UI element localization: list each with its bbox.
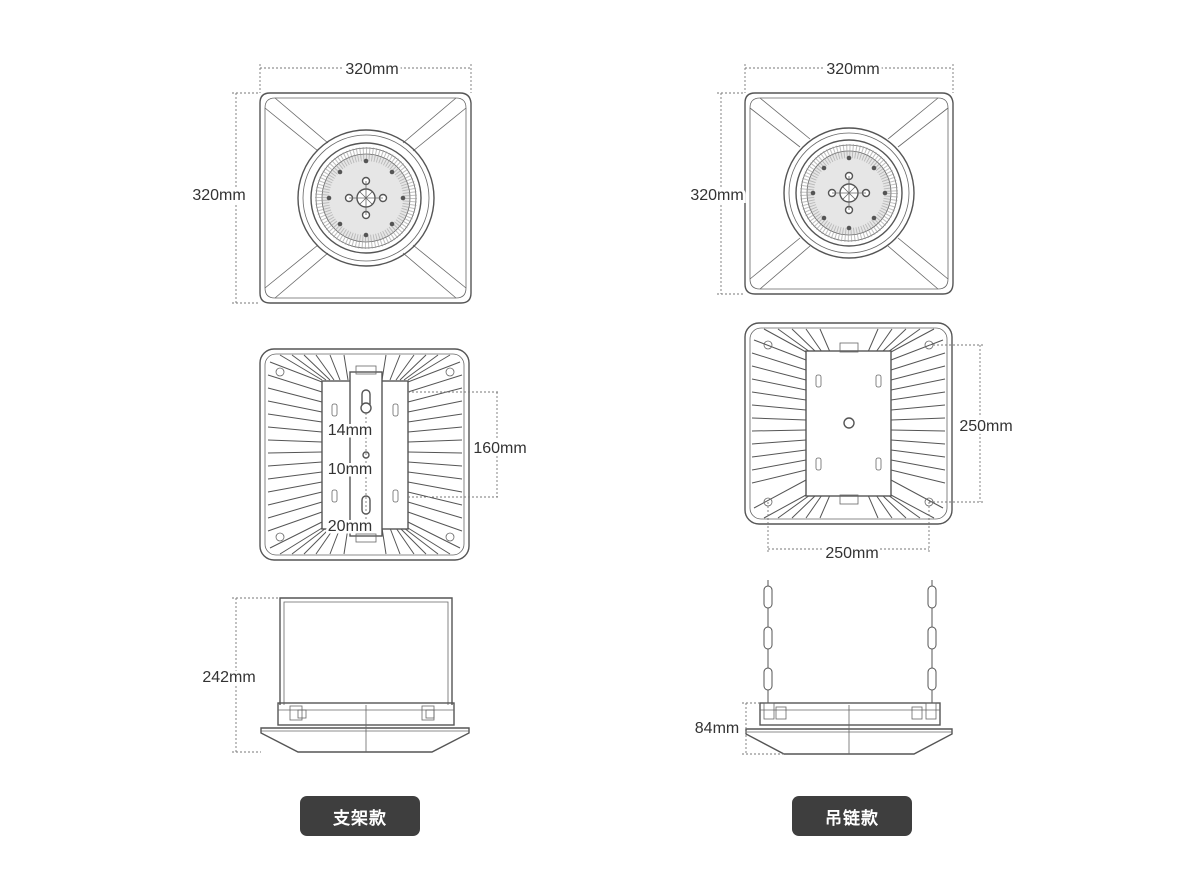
bracket-top-dimensions: 320mm 320mm [189,58,472,304]
chain-back-dimensions: 250mm 250mm [767,344,1016,565]
right-chain [927,580,937,703]
chain-top-width-label: 320mm [826,61,879,78]
left-chain [763,580,773,703]
chain-back-view [744,322,953,525]
chain-top-view [744,92,954,295]
chain-top-dimensions: 320mm 320mm [687,58,954,295]
chain-side-view [745,580,953,755]
bracket-back-view [259,348,470,561]
bracket-top-height-label: 320mm [192,187,245,204]
bracket-side-view [260,597,470,753]
chain-side-dimensions: 84mm [692,702,784,755]
chain-model-label: 吊链款 [792,796,912,836]
bracket-hole-spacing-label: 160mm [473,440,526,457]
bracket-back-dimensions: 160mm 14mm 10mm 20mm [325,391,530,538]
chain-top-height-label: 320mm [690,187,743,204]
bracket-top-view [259,92,472,304]
bracket-slot-20-label: 20mm [328,518,372,535]
bracket-top-width-label: 320mm [345,61,398,78]
bracket-side-height-label: 242mm [202,669,255,686]
bracket-slot-10-label: 10mm [328,461,372,478]
bracket-side-dimensions: 242mm [199,597,280,753]
bracket-model-label: 支架款 [300,796,420,836]
chain-side-height-label: 84mm [695,720,739,737]
chain-back-height-label: 250mm [959,418,1012,435]
chain-back-width-label: 250mm [825,545,878,562]
bracket-slot-14-label: 14mm [328,422,372,439]
